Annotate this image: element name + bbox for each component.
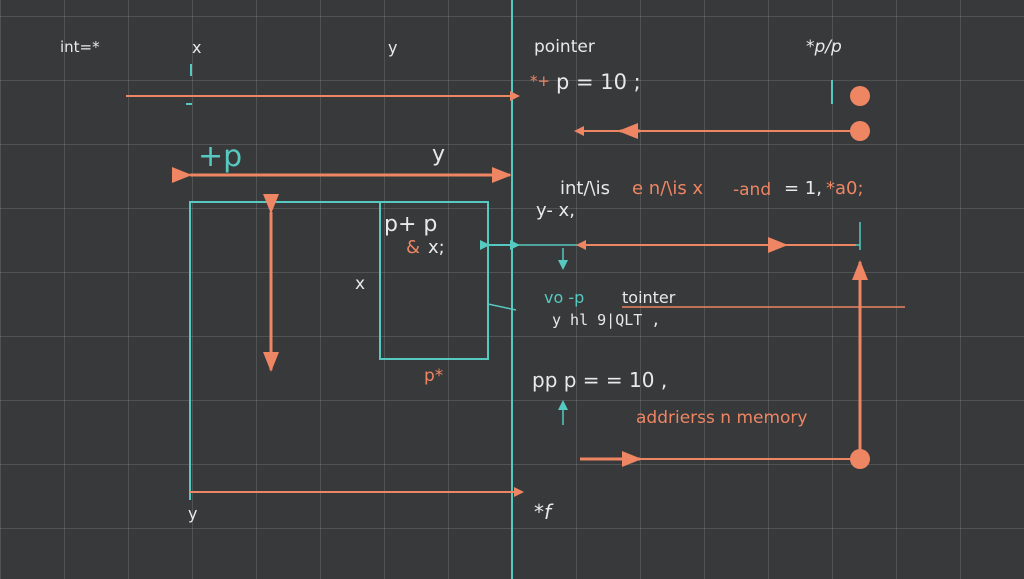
label-amp-x: x; (428, 237, 445, 258)
code-line-part-c: -and (733, 180, 772, 200)
node-dot (850, 449, 870, 469)
label-x-left: x (355, 274, 366, 294)
code-line-part-e: *a0; (826, 178, 864, 199)
label-y-top: y (388, 38, 398, 57)
label-p-equals-10: p = 10 ; (556, 70, 641, 94)
label-plus-p: +p (198, 139, 243, 174)
label-x-top: x (192, 38, 202, 57)
label-address-memory: addrierss n memory (636, 408, 808, 428)
code-line-part-d: = 1, (784, 178, 822, 199)
pointer-box (379, 201, 489, 360)
label-p-plus-p: p+ p (384, 212, 438, 237)
label-star-f: *f (534, 500, 552, 524)
label-p-star: p* (424, 366, 444, 386)
label-y-x: y- x, (536, 200, 575, 221)
label-star-p-p: *p/p (806, 37, 842, 57)
label-tointer: tointer (622, 288, 676, 307)
code-line-part-b: e n/\is x (632, 178, 704, 199)
label-y-hl: y hl 9|QLT , (552, 311, 661, 329)
label-pointer: pointer (534, 37, 595, 57)
label-y-mid: y (432, 142, 446, 167)
label-int-star: int=* (60, 38, 100, 56)
label-y-bottom: y (188, 504, 198, 523)
label-amp: & (406, 237, 421, 258)
code-line-part-a: int/\is (560, 178, 610, 199)
node-dot (850, 86, 870, 106)
node-dot (850, 121, 870, 141)
label-vo-p: vo -p (544, 288, 585, 307)
memory-block-outline (189, 201, 380, 500)
label-pp-equals: pp p = = 10 , (532, 368, 668, 392)
label-star-p-prefix: *+ (530, 72, 551, 90)
teal-link-tail (487, 303, 517, 311)
